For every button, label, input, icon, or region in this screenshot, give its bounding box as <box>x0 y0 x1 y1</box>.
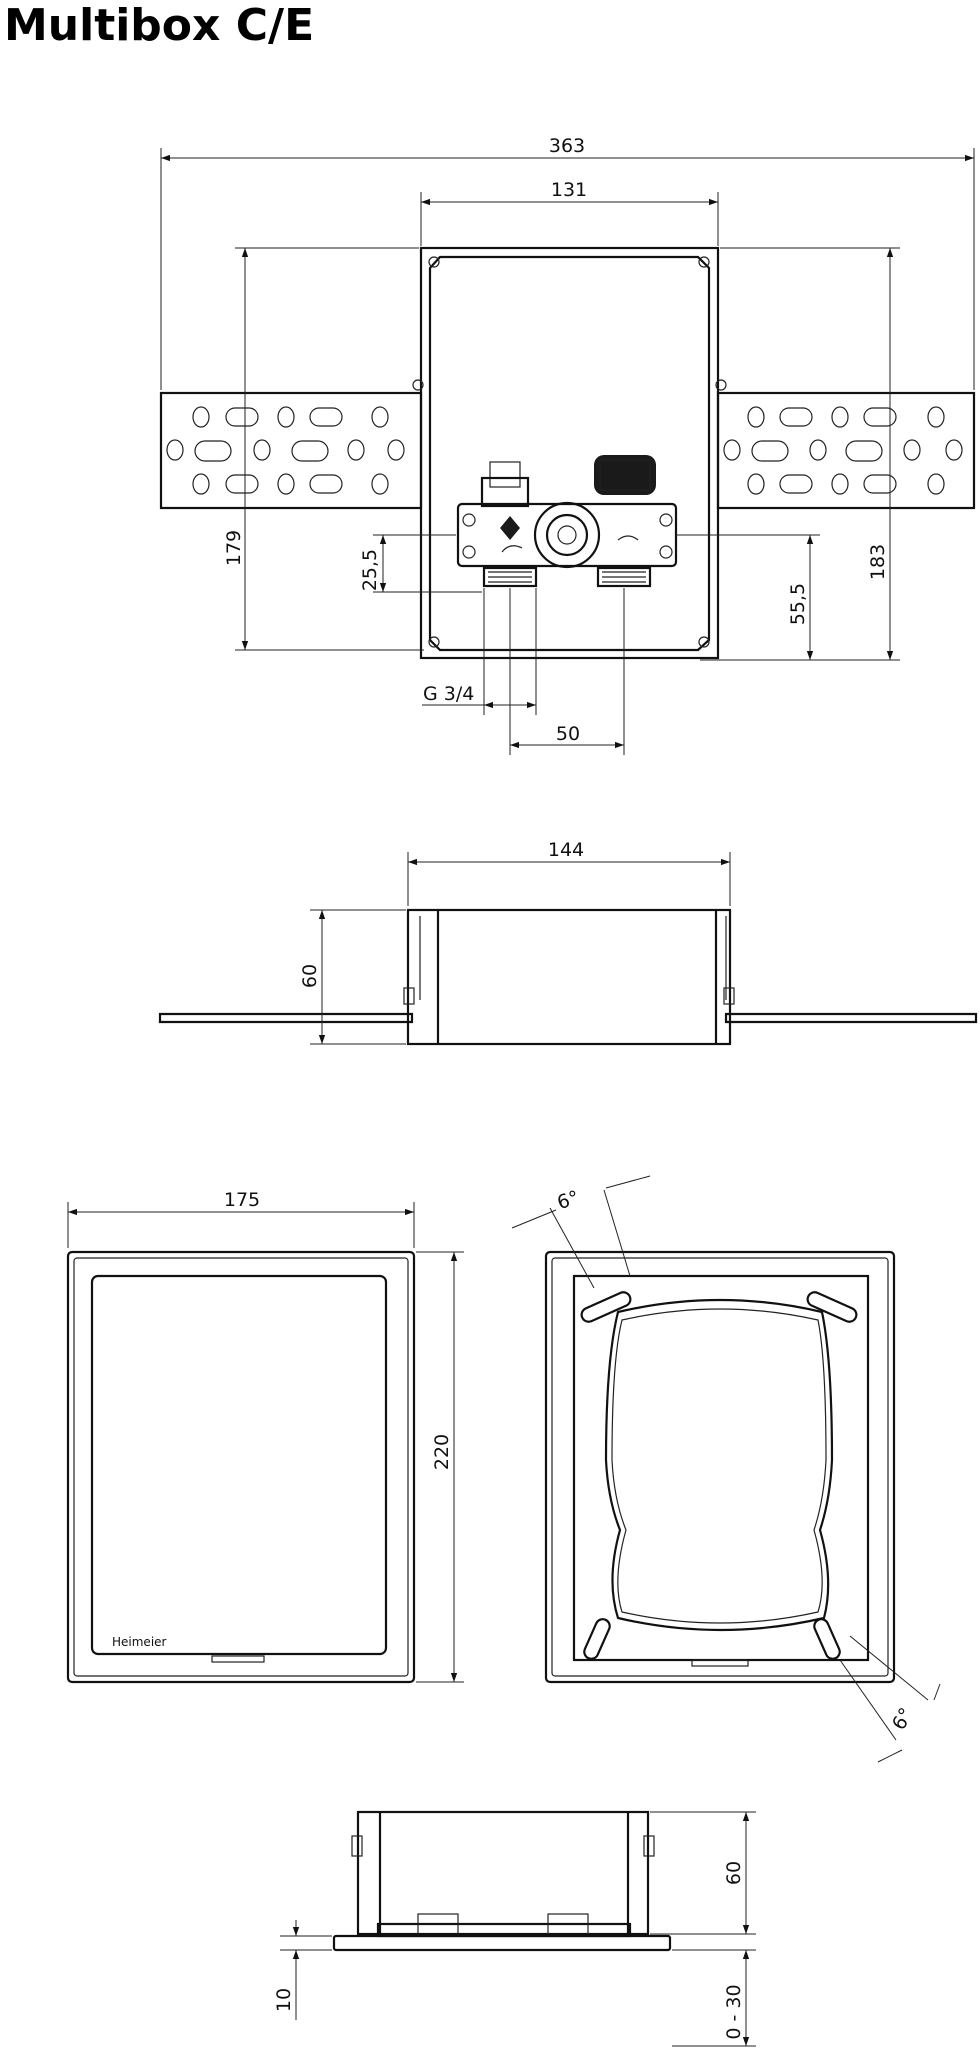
dim-left-height: 179 <box>223 530 245 566</box>
dim-overall-width: 363 <box>549 135 585 157</box>
dim-box-width: 131 <box>551 179 587 201</box>
bottom-view: 60 10 0 - 30 <box>273 1810 756 2047</box>
side-view: 144 60 <box>158 839 978 1046</box>
mounting-rail-right <box>716 391 976 510</box>
brand-logo: Heimeier <box>112 1635 167 1649</box>
mounting-rail-left <box>159 391 423 510</box>
dim-angle-top: 6° <box>554 1186 581 1214</box>
dim-cover-height: 220 <box>431 1434 453 1470</box>
dim-side-width: 144 <box>548 839 584 861</box>
dim-flange: 10 <box>273 1988 295 2012</box>
dim-thread-height: 25,5 <box>359 549 381 591</box>
dim-range: 0 - 30 <box>723 1984 745 2039</box>
box-body <box>412 246 727 660</box>
page-title: Multibox C/E <box>4 0 315 51</box>
dim-angle-bottom: 6° <box>888 1704 918 1734</box>
front-view: 363 131 179 183 25,5 55,5 G 3/4 50 <box>159 135 976 755</box>
dim-bottom-depth: 60 <box>723 1861 745 1885</box>
dim-cover-width: 175 <box>224 1189 260 1211</box>
dim-thread: G 3/4 <box>423 683 474 705</box>
dim-spacing: 50 <box>556 723 580 745</box>
frame-view: 6° 6° <box>511 1175 941 1763</box>
cover-view: Heimeier 175 220 <box>66 1189 464 1684</box>
dim-outlet-height: 55,5 <box>787 583 809 625</box>
dim-side-depth: 60 <box>299 964 321 988</box>
valve-body <box>456 455 678 588</box>
dim-right-height: 183 <box>867 544 889 580</box>
